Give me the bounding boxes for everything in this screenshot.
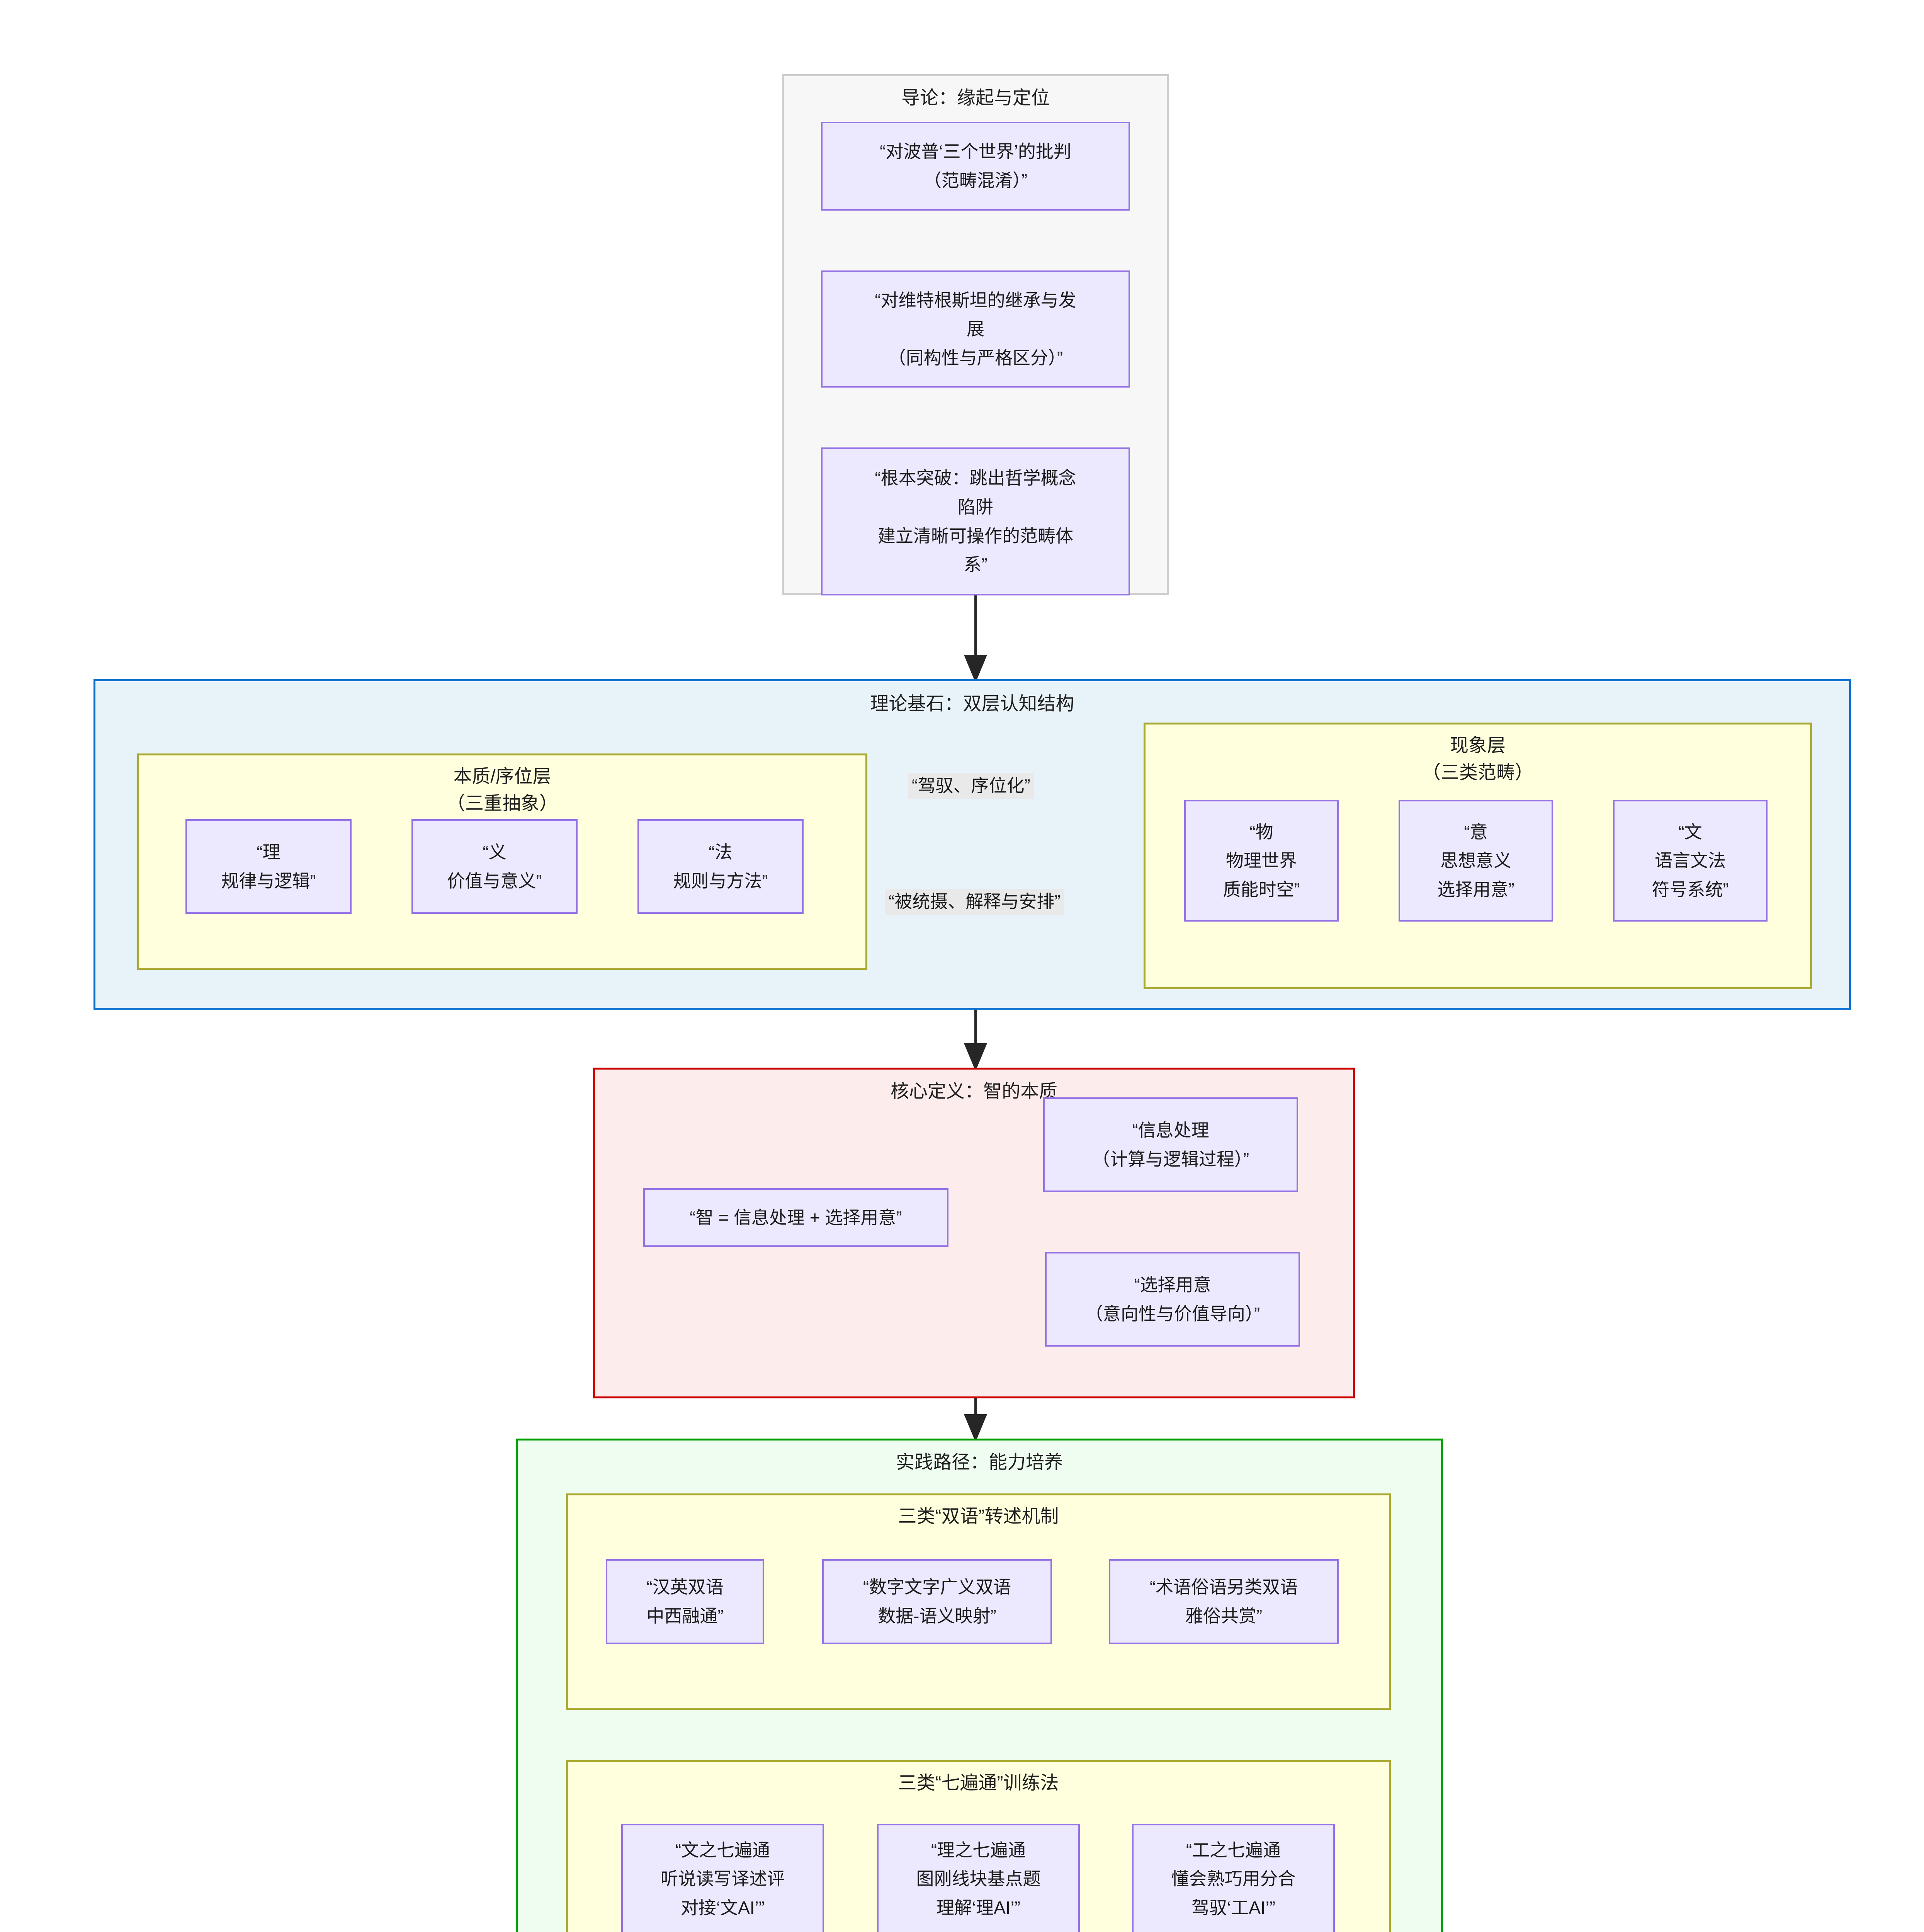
- node-seven-1[interactable]: “文之七遍通 听说读写译述评 对接‘文AI’”: [621, 1824, 824, 1932]
- cluster-essence-layer-title: 本质/序位层 （三重抽象）: [446, 766, 558, 814]
- node-bilingual-3[interactable]: “术语俗语另类双语 雅俗共赏”: [1109, 1559, 1339, 1644]
- node-bilingual-1[interactable]: “汉英双语 中西融通”: [606, 1559, 764, 1644]
- cluster-seven-pass-title: 三类“七遍通”训练法: [898, 1773, 1059, 1793]
- node-wu[interactable]: “物 物理世界 质能时空”: [1184, 800, 1339, 922]
- node-fa[interactable]: “法 规则与方法”: [637, 819, 804, 914]
- cluster-phenomena-layer-title: 现象层 （三类范畴）: [1422, 735, 1533, 783]
- edge-label-forward: “驾驭、序位化”: [908, 773, 1034, 799]
- edge-label-backward: “被统摄、解释与安排”: [885, 889, 1064, 915]
- cluster-bilingual-title: 三类“双语”转述机制: [898, 1506, 1059, 1527]
- node-info[interactable]: “信息处理 （计算与逻辑过程）”: [1043, 1097, 1298, 1192]
- cluster-core-title: 核心定义：智的本质: [890, 1081, 1057, 1102]
- node-yi2[interactable]: “意 思想意义 选择用意”: [1399, 800, 1553, 922]
- node-seven-3[interactable]: “工之七遍通 懂会熟巧用分合 驾驭‘工AI’”: [1132, 1824, 1335, 1932]
- cluster-theory-title: 理论基石：双层认知结构: [870, 694, 1074, 714]
- node-wen[interactable]: “文 语言文法 符号系统”: [1613, 800, 1768, 922]
- cluster-intro-title: 导论：缘起与定位: [901, 88, 1050, 108]
- cluster-practice-title: 实践路径：能力培养: [896, 1452, 1063, 1473]
- node-zhi[interactable]: “智 = 信息处理 + 选择用意”: [643, 1188, 948, 1247]
- node-intro-3[interactable]: “根本突破：跳出哲学概念 陷阱 建立清晰可操作的范畴体 系”: [821, 447, 1130, 595]
- node-seven-2[interactable]: “理之七遍通 图刚线块基点题 理解‘理AI’”: [877, 1824, 1080, 1932]
- node-li[interactable]: “理 规律与逻辑”: [185, 819, 352, 914]
- node-intro-1[interactable]: “对波普‘三个世界’的批判 （范畴混淆）”: [821, 122, 1130, 211]
- node-intent[interactable]: “选择用意 （意向性与价值导向）”: [1045, 1252, 1300, 1347]
- node-intro-2[interactable]: “对维特根斯坦的继承与发 展 （同构性与严格区分）”: [821, 270, 1130, 388]
- node-bilingual-2[interactable]: “数字文字广义双语 数据-语义映射”: [822, 1559, 1052, 1644]
- node-yi[interactable]: “义 价值与意义”: [411, 819, 578, 914]
